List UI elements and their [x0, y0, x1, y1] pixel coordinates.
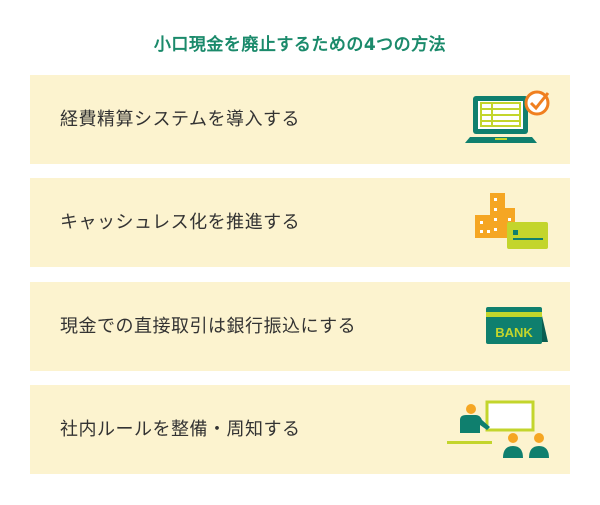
method-card-bank-transfer: 現金での直接取引は銀行振込にする BANK: [30, 282, 570, 371]
method-label: キャッシュレス化を推進する: [60, 212, 301, 233]
method-label: 経費精算システムを導入する: [60, 109, 300, 130]
method-label: 現金での直接取引は銀行振込にする: [60, 316, 357, 337]
bank-text: BANK: [495, 325, 533, 340]
method-card-cashless: キャッシュレス化を推進する: [30, 178, 570, 267]
presentation-icon: [447, 400, 549, 458]
method-card-internal-rules: 社内ルールを整備・周知する: [30, 385, 570, 474]
method-label: 社内ルールを整備・周知する: [60, 419, 301, 440]
method-card-expense-system: 経費精算システムを導入する: [30, 75, 570, 164]
page-title: 小口現金を廃止するための4つの方法: [153, 35, 447, 55]
bank-sign-icon: BANK: [486, 307, 548, 344]
building-card-icon: [475, 193, 548, 249]
laptop-checkmark-icon: [465, 90, 550, 143]
